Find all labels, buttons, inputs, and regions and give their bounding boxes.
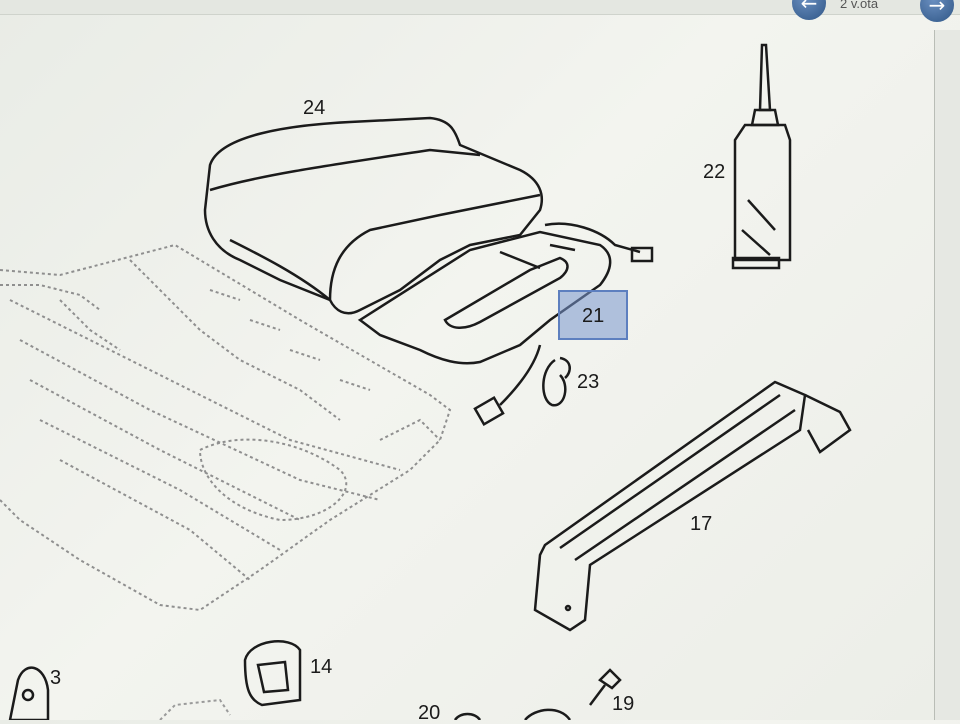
page-indicator: 2 v.ota	[840, 0, 879, 11]
rail-drawing	[533, 380, 852, 632]
label-23[interactable]: 23	[577, 371, 600, 393]
clip-drawing	[542, 356, 571, 407]
heater-mat-drawing	[357, 222, 654, 365]
oil-bottle-drawing	[731, 43, 792, 270]
label-21[interactable]: 21	[582, 305, 605, 327]
seat-frame-drawing	[0, 243, 452, 612]
arrow-right-icon[interactable]: →	[920, 0, 954, 22]
seat-cushion-drawing	[203, 116, 544, 315]
label-19[interactable]: 19	[612, 693, 635, 715]
wire-drawing	[473, 344, 542, 427]
label-14[interactable]: 14	[310, 656, 333, 678]
label-24[interactable]: 24	[303, 97, 326, 119]
label-22[interactable]: 22	[703, 161, 726, 183]
highlight-box-21[interactable]	[558, 290, 628, 340]
label-17[interactable]: 17	[690, 513, 713, 535]
faded-hardware-drawing	[159, 698, 231, 720]
arrow-left-icon[interactable]: ←	[792, 0, 826, 20]
top-toolbar	[0, 0, 960, 15]
vertical-scrollbar[interactable]	[934, 30, 960, 720]
small-parts-drawing	[8, 640, 622, 720]
label-20[interactable]: 20	[418, 702, 441, 724]
label-3[interactable]: 3	[50, 667, 62, 689]
